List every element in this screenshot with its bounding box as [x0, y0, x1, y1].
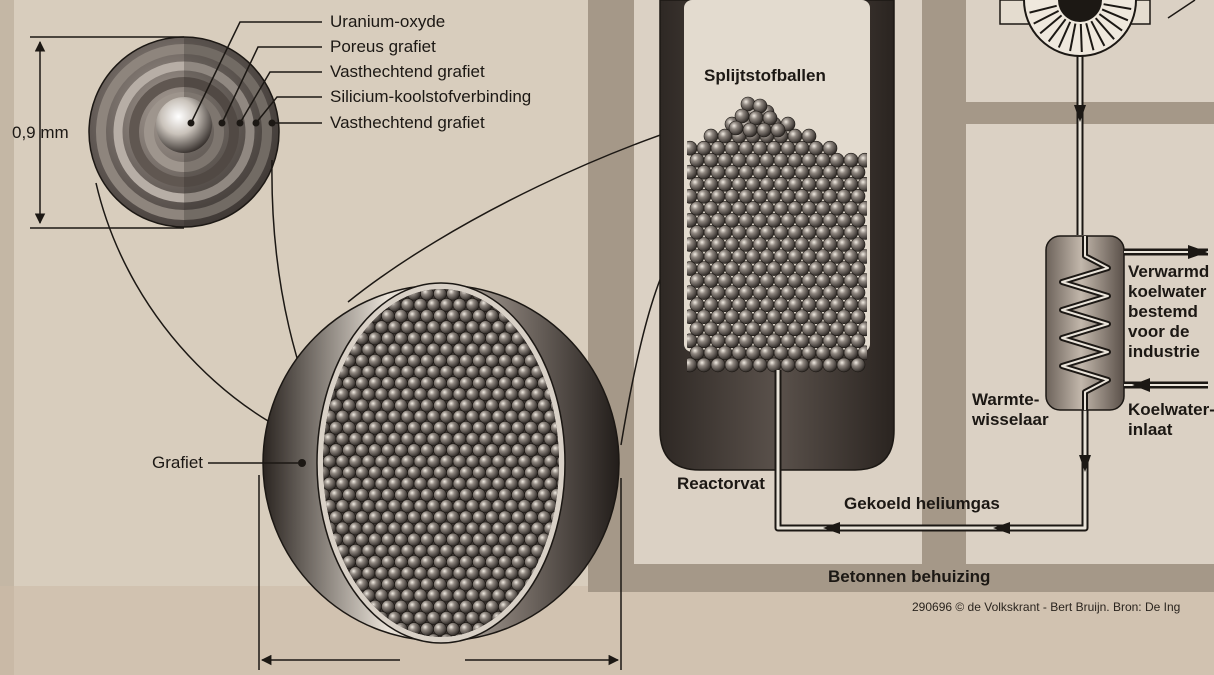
fuel-pebbles-label: Splijtstofballen: [704, 66, 826, 85]
particle-diameter-label: 0,9 mm: [12, 123, 69, 142]
layer-label-silicon-carbide: Silicium-koolstofverbinding: [330, 87, 531, 106]
layer-label-dense-graphite-inner: Vasthechtend grafiet: [330, 62, 485, 81]
layer-label-porous-graphite: Poreus grafiet: [330, 37, 436, 56]
reactor-vessel-label: Reactorvat: [677, 474, 765, 493]
uranium-kernel: [156, 97, 212, 153]
concrete-housing-label: Betonnen behuizing: [828, 567, 990, 586]
paper-edge: [0, 0, 14, 675]
layer-label-uranium-oxide: Uranium-oxyde: [330, 12, 445, 31]
cooling-water-inlet-label: Koelwater- inlaat: [1128, 400, 1214, 440]
credit-line: 290696 © de Volkskrant - Bert Bruijn. Br…: [912, 600, 1180, 614]
heated-water-outlet-label: Verwarmd koelwater bestemd voor de indus…: [1128, 262, 1209, 362]
cooled-helium-label: Gekoeld heliumgas: [844, 494, 1000, 513]
heat-exchanger-label: Warmte- wisselaar: [972, 390, 1049, 430]
graphite-shell-label: Grafiet: [152, 453, 203, 472]
layer-label-dense-graphite-outer: Vasthechtend grafiet: [330, 113, 485, 132]
